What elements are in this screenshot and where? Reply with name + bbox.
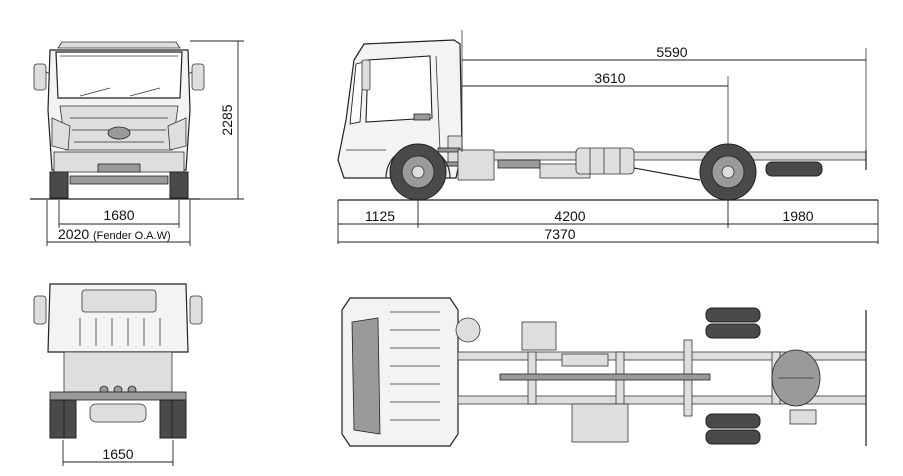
overall-width-label: 2020 — [58, 226, 89, 242]
top-view — [341, 297, 867, 447]
overall-width-note: (Fender O.A.W) — [93, 230, 171, 242]
rear-left-mirror — [33, 295, 47, 325]
top-rear-tire-2 — [705, 323, 761, 339]
rear-axle-housing — [63, 351, 173, 393]
windshield-side — [349, 61, 365, 125]
rear-track-label: 1650 — [102, 446, 133, 462]
front-track-label: 1680 — [103, 207, 134, 223]
right-headlight — [167, 117, 187, 151]
top-battery-box — [521, 321, 557, 351]
door-handle — [413, 113, 431, 121]
front-overhang-label: 1125 — [365, 208, 395, 224]
rear-dimensions: 1650 — [62, 440, 174, 466]
top-rear-tire-3 — [705, 413, 761, 429]
left-headlight — [51, 117, 71, 151]
rear-view — [33, 283, 203, 439]
wheelbase-label: 4200 — [554, 208, 585, 224]
top-rear-tire-1 — [705, 307, 761, 323]
windshield-top — [351, 317, 381, 435]
rear-right-outer-tire — [171, 399, 187, 439]
rear-right-mirror — [189, 295, 203, 325]
front-dimensions: 1680 2020 (Fender O.A.W) 2285 — [46, 40, 244, 246]
front-right-tire — [169, 171, 189, 199]
left-mirror — [33, 63, 47, 91]
roof — [57, 41, 181, 49]
windshield — [55, 51, 183, 99]
cab-to-axle-label: 3610 — [594, 70, 625, 86]
drive-shaft — [499, 373, 711, 381]
side-window — [365, 55, 433, 123]
battery-box — [575, 147, 635, 175]
side-view — [337, 39, 878, 201]
fuel-tank — [457, 149, 495, 181]
front-view — [30, 41, 205, 200]
right-mirror — [191, 63, 205, 91]
side-mirror — [361, 59, 371, 91]
rear-left-inner-tire — [63, 399, 77, 439]
spare-tire — [765, 161, 823, 177]
overall-height-label: 2285 — [219, 104, 235, 135]
top-fuel-tank — [571, 403, 629, 443]
top-rear-tire-4 — [705, 429, 761, 445]
chassis-frame — [461, 151, 867, 161]
side-dimensions: 5590 3610 1125 4200 1980 7370 — [337, 30, 879, 244]
rear-left-outer-tire — [49, 399, 65, 439]
rear-window — [81, 289, 157, 313]
overall-length-label: 7370 — [544, 226, 575, 242]
cab-to-end-label: 5590 — [656, 44, 687, 60]
front-left-tire — [49, 171, 69, 199]
rear-overhang-label: 1980 — [782, 208, 813, 224]
rear-right-inner-tire — [159, 399, 173, 439]
emblem-icon — [107, 126, 131, 140]
air-intake — [455, 317, 481, 343]
